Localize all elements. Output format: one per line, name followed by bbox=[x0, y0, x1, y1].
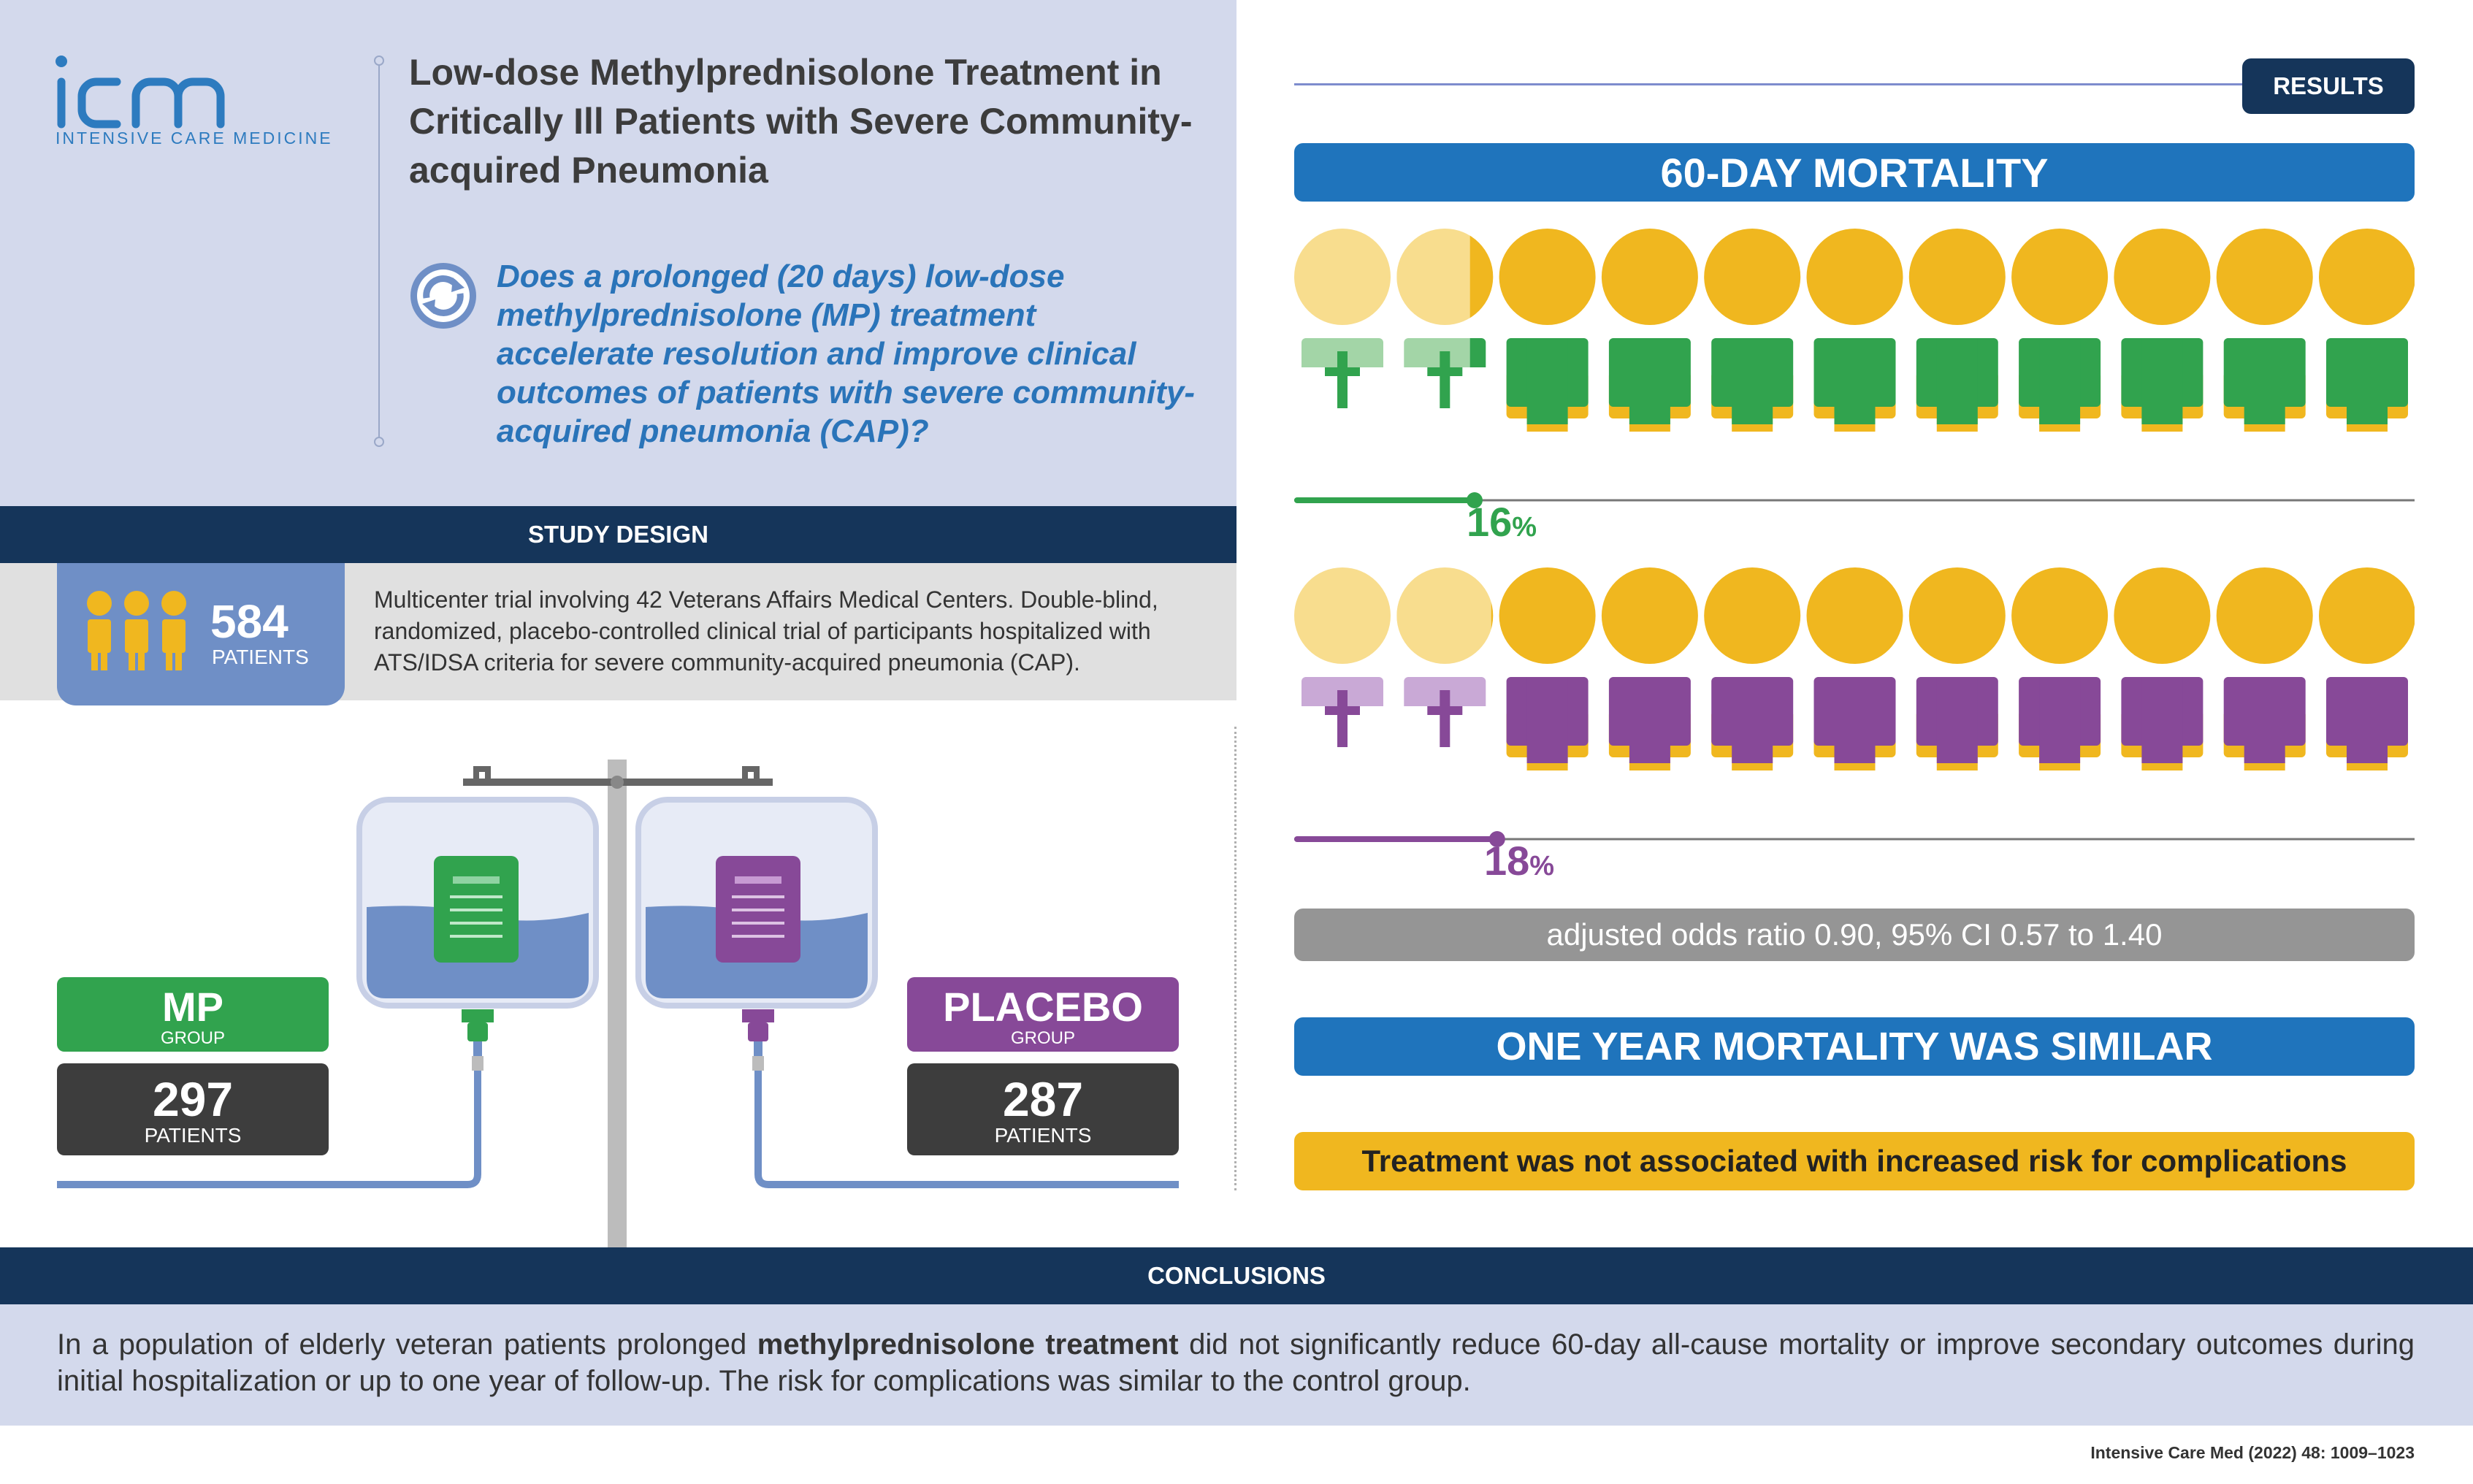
placebo-person-3 bbox=[1499, 567, 1596, 770]
placebo-person-1 bbox=[1294, 567, 1391, 747]
refresh-arrows-icon bbox=[410, 263, 476, 329]
mp-person-1 bbox=[1294, 229, 1391, 408]
placebo-patient-label: PATIENTS bbox=[994, 1124, 1092, 1147]
placebo-people-row bbox=[1294, 567, 2415, 847]
study-design-heading: STUDY DESIGN bbox=[0, 506, 1236, 563]
complications-bar: Treatment was not associated with increa… bbox=[1294, 1132, 2415, 1190]
mp-people-row bbox=[1294, 229, 2415, 508]
odds-ratio-bar: adjusted odds ratio 0.90, 95% CI 0.57 to… bbox=[1294, 909, 2415, 961]
conclusions-text-end: did not significantly reduce 60-day all-… bbox=[57, 1328, 2415, 1397]
divider-line bbox=[378, 60, 380, 443]
divider-dot-bottom bbox=[374, 437, 384, 447]
mp-group-sub: GROUP bbox=[160, 1028, 225, 1048]
mp-mortality-line bbox=[1294, 492, 2415, 508]
mp-cross-icon bbox=[1427, 351, 1463, 408]
mortality-heading: 60-DAY MORTALITY bbox=[1294, 143, 2415, 202]
conclusions-text-bold: methylprednisolone treatment bbox=[757, 1328, 1179, 1361]
mp-mortality-percent: 16% bbox=[1467, 498, 1537, 546]
mp-person-11 bbox=[2319, 229, 2415, 432]
placebo-person-8 bbox=[2011, 567, 2109, 770]
mp-person-7 bbox=[1908, 229, 2006, 432]
icm-logo bbox=[56, 56, 225, 129]
mp-group-name: MP bbox=[162, 984, 223, 1030]
conclusions-band bbox=[0, 1304, 2473, 1426]
placebo-person-5 bbox=[1704, 567, 1801, 770]
results-badge: RESULTS bbox=[2242, 58, 2415, 114]
placebo-mortality-value: 18 bbox=[1484, 838, 1530, 884]
conclusions-text-start: In a population of elderly veteran patie… bbox=[57, 1328, 757, 1361]
conclusions-heading: CONCLUSIONS bbox=[0, 1247, 2473, 1304]
mp-person-9 bbox=[2114, 229, 2211, 432]
total-patients-count: 584 bbox=[210, 595, 288, 648]
mp-person-5 bbox=[1704, 229, 1801, 432]
mp-person-2 bbox=[1396, 229, 1494, 408]
mp-patient-label: PATIENTS bbox=[144, 1124, 242, 1147]
placebo-person-7 bbox=[1908, 567, 2006, 770]
placebo-person-6 bbox=[1806, 567, 1903, 770]
research-question: Does a prolonged (20 days) low-dose meth… bbox=[497, 259, 1195, 449]
placebo-person-4 bbox=[1601, 567, 1698, 770]
placebo-mortality-percent: 18% bbox=[1484, 837, 1554, 884]
iv-stand-illustration bbox=[57, 760, 1179, 1249]
placebo-cross-icon bbox=[1427, 690, 1463, 747]
placebo-person-9 bbox=[2114, 567, 2211, 770]
people-group-icon bbox=[87, 591, 186, 670]
mp-person-6 bbox=[1806, 229, 1903, 432]
total-patients-label: PATIENTS bbox=[212, 646, 309, 668]
placebo-group-sub: GROUP bbox=[1010, 1028, 1075, 1048]
mp-patient-count-box: 297 PATIENTS bbox=[57, 1063, 329, 1155]
placebo-patient-count-box: 287 PATIENTS bbox=[907, 1063, 1179, 1155]
placebo-person-10 bbox=[2216, 567, 2313, 770]
placebo-mortality-unit: % bbox=[1529, 851, 1555, 881]
placebo-patient-count: 287 bbox=[1002, 1072, 1084, 1126]
placebo-group-label: PLACEBO GROUP bbox=[907, 977, 1179, 1052]
placebo-person-2 bbox=[1396, 567, 1494, 747]
mp-person-10 bbox=[2216, 229, 2313, 432]
mp-patient-count: 297 bbox=[152, 1072, 234, 1126]
placebo-person-11 bbox=[2319, 567, 2415, 770]
mp-group-label: MP GROUP bbox=[57, 977, 329, 1052]
mortality-pictogram bbox=[1294, 229, 2415, 847]
conclusions-text: In a population of elderly veteran patie… bbox=[57, 1326, 2415, 1399]
dotted-divider bbox=[1234, 727, 1236, 1190]
placebo-mortality-line bbox=[1294, 831, 2415, 847]
placebo-group-name: PLACEBO bbox=[943, 984, 1143, 1030]
one-year-mortality-bar: ONE YEAR MORTALITY WAS SIMILAR bbox=[1294, 1017, 2415, 1076]
mp-person-4 bbox=[1601, 229, 1698, 432]
citation: Intensive Care Med (2022) 48: 1009–1023 bbox=[2090, 1443, 2415, 1462]
mp-mortality-value: 16 bbox=[1467, 499, 1513, 545]
mp-cross-icon bbox=[1325, 351, 1360, 408]
divider-dot-top bbox=[374, 56, 384, 66]
logo-subtitle: INTENSIVE CARE MEDICINE bbox=[56, 129, 333, 148]
mp-person-3 bbox=[1499, 229, 1596, 432]
mp-person-8 bbox=[2011, 229, 2109, 432]
mp-mortality-unit: % bbox=[1512, 512, 1537, 543]
article-title: Low-dose Methylprednisolone Treatment in… bbox=[409, 52, 1193, 191]
placebo-cross-icon bbox=[1325, 690, 1360, 747]
results-rule bbox=[1294, 83, 2244, 85]
study-design-description: Multicenter trial involving 42 Veterans … bbox=[374, 586, 1158, 676]
